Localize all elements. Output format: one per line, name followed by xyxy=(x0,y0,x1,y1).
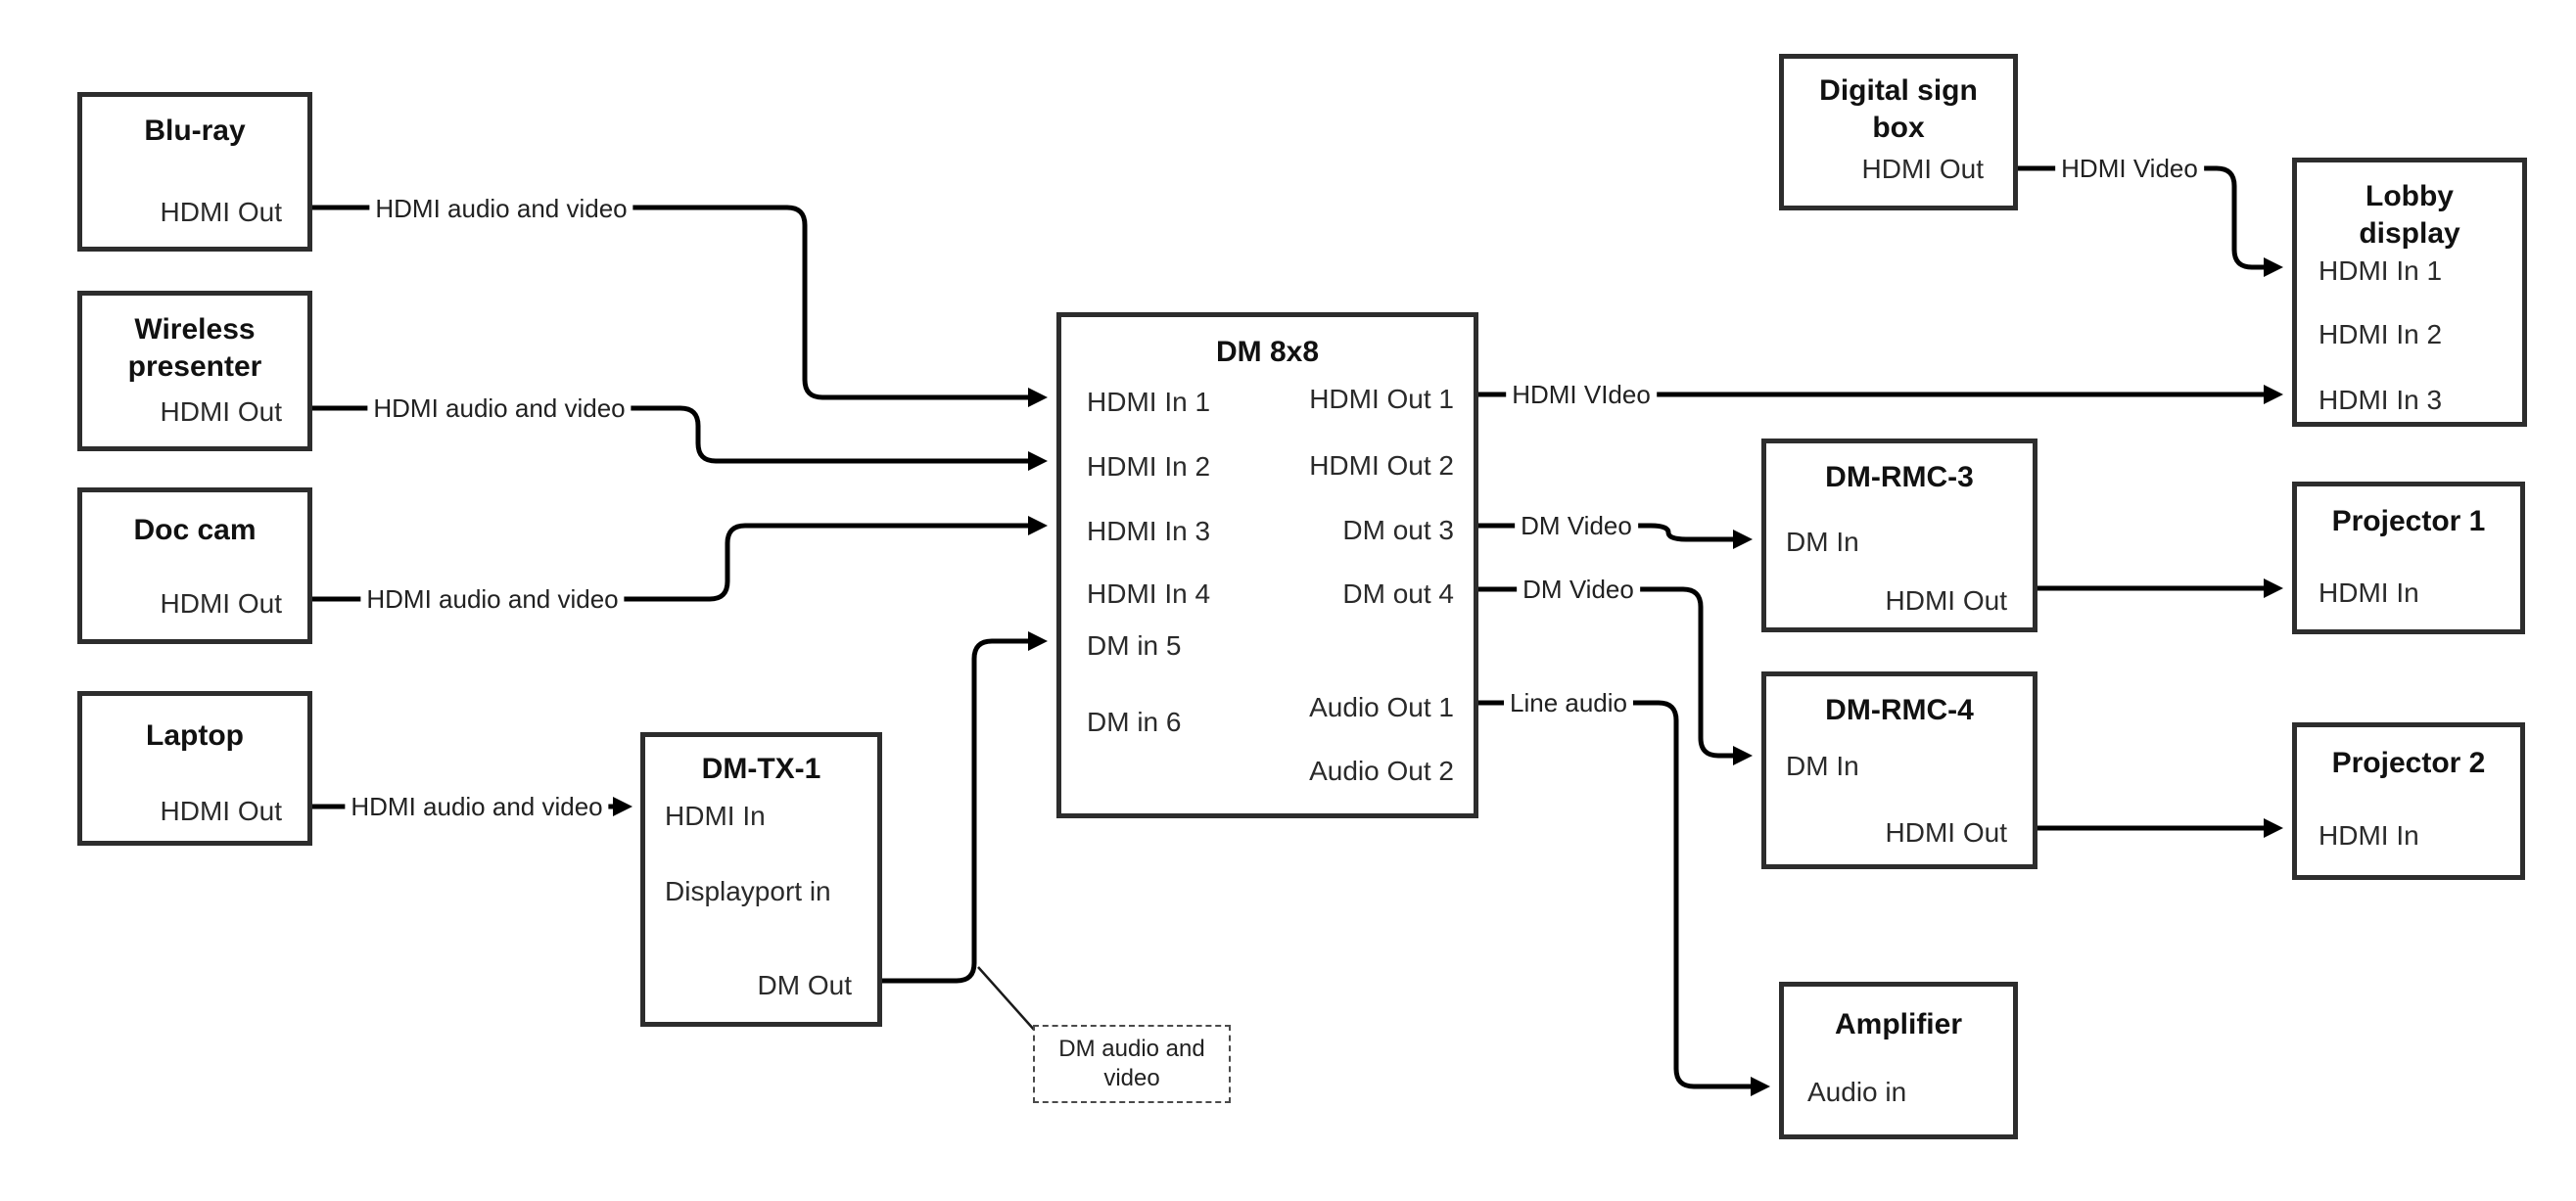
dm8x8-port-hdmi-in-1: HDMI In 1 xyxy=(1087,387,1211,417)
dm8x8-port-hdmi-in-2: HDMI In 2 xyxy=(1087,451,1211,482)
dm-audio-video-note: DM audio and video xyxy=(1033,1025,1231,1103)
wireless-presenter-title: Wireless presenter xyxy=(127,313,262,383)
dmrmc4-port-dm-in: DM In xyxy=(1786,751,1859,781)
wire-label-doccam: HDMI audio and video xyxy=(360,584,625,614)
dmrmc4-port-hdmi-out: HDMI Out xyxy=(1885,817,2007,848)
wire-dm8x8-audio1-to-amplifier xyxy=(1478,700,1770,1096)
wire-label-digital-sign: HDMI Video xyxy=(2055,154,2204,183)
doc-cam-title: Doc cam xyxy=(133,514,257,546)
amplifier-title: Amplifier xyxy=(1834,1008,1963,1040)
doccam-port-hdmi-out: HDMI Out xyxy=(160,588,282,619)
wire-label-dm-out-3: DM Video xyxy=(1515,511,1638,540)
lobby-display-box: Lobby display HDMI In 1 HDMI In 2 HDMI I… xyxy=(2292,158,2527,427)
dm-tx-1-title: DM-TX-1 xyxy=(701,753,821,785)
wire-dm8x8-out4-to-dmrmc4 xyxy=(1478,586,1753,765)
dm-tx-1-box: DM-TX-1 HDMI In Displayport in DM Out xyxy=(640,732,882,1027)
doc-cam-box: Doc cam HDMI Out xyxy=(77,487,312,644)
wire-doccam-to-dm8x8-in3 xyxy=(312,516,1048,602)
note-callout-line xyxy=(977,966,1036,1032)
dmtx1-port-hdmi-in: HDMI In xyxy=(665,801,766,831)
dm8x8-port-dm-out-4: DM out 4 xyxy=(1342,578,1454,609)
lobby-display-title: Lobby display xyxy=(2359,180,2460,250)
digital-sign-port-hdmi-out: HDMI Out xyxy=(1861,154,1984,184)
laptop-port-hdmi-out: HDMI Out xyxy=(160,796,282,826)
wire-label-bluray: HDMI audio and video xyxy=(369,194,633,223)
dmtx1-port-dm-out: DM Out xyxy=(757,970,852,1000)
wire-dm8x8-out3-to-dmrmc3 xyxy=(1478,523,1753,549)
dm8x8-port-audio-out-1: Audio Out 1 xyxy=(1309,692,1454,722)
dmrmc3-port-dm-in: DM In xyxy=(1786,527,1859,557)
bluray-port-hdmi-out: HDMI Out xyxy=(160,197,282,227)
dm-rmc-3-box: DM-RMC-3 DM In HDMI Out xyxy=(1761,439,2037,632)
dm-rmc-4-title: DM-RMC-4 xyxy=(1825,694,1974,726)
proj1-port-hdmi-in: HDMI In xyxy=(2318,577,2419,608)
wire-wireless-to-dm8x8-in2 xyxy=(312,405,1048,471)
wireless-presenter-box: Wireless presenter HDMI Out xyxy=(77,291,312,451)
wire-label-dm-out-4: DM Video xyxy=(1517,575,1640,604)
wire-bluray-to-dm8x8-in1 xyxy=(312,205,1048,407)
digital-sign-title: Digital sign box xyxy=(1819,74,1978,144)
bluray-title: Blu-ray xyxy=(144,115,246,147)
digital-sign-box: Digital sign box HDMI Out xyxy=(1779,54,2018,210)
wire-dmtx1-to-dm8x8-in5 xyxy=(882,631,1048,984)
dm-rmc-3-title: DM-RMC-3 xyxy=(1825,461,1974,493)
dm8x8-port-audio-out-2: Audio Out 2 xyxy=(1309,756,1454,786)
dm8x8-port-dm-out-3: DM out 3 xyxy=(1342,515,1454,545)
proj2-port-hdmi-in: HDMI In xyxy=(2318,820,2419,851)
dmrmc3-port-hdmi-out: HDMI Out xyxy=(1885,585,2007,616)
dm-8x8-box: DM 8x8 HDMI In 1 HDMI In 2 HDMI In 3 HDM… xyxy=(1056,312,1478,818)
amplifier-port-audio-in: Audio in xyxy=(1807,1077,1907,1107)
wire-label-wireless: HDMI audio and video xyxy=(367,393,632,423)
dm8x8-port-hdmi-in-3: HDMI In 3 xyxy=(1087,516,1211,546)
dm8x8-port-hdmi-out-2: HDMI Out 2 xyxy=(1309,450,1454,481)
projector-2-box: Projector 2 HDMI In xyxy=(2292,722,2525,880)
projector-1-title: Projector 1 xyxy=(2331,505,2486,537)
laptop-title: Laptop xyxy=(146,719,244,752)
projector-1-box: Projector 1 HDMI In xyxy=(2292,482,2525,634)
dm8x8-port-hdmi-in-4: HDMI In 4 xyxy=(1087,578,1211,609)
wire-label-hdmi-out-1: HDMI VIdeo xyxy=(1506,380,1657,409)
dm-rmc-4-box: DM-RMC-4 DM In HDMI Out xyxy=(1761,671,2037,869)
dm8x8-port-dm-in-6: DM in 6 xyxy=(1087,707,1182,737)
amplifier-box: Amplifier Audio in xyxy=(1779,982,2018,1139)
wireless-port-hdmi-out: HDMI Out xyxy=(160,396,282,427)
bluray-box: Blu-ray HDMI Out xyxy=(77,92,312,252)
lobby-port-hdmi-in-3: HDMI In 3 xyxy=(2318,385,2443,415)
dm-8x8-title: DM 8x8 xyxy=(1215,336,1320,368)
dm8x8-port-dm-in-5: DM in 5 xyxy=(1087,630,1182,661)
dm8x8-port-hdmi-out-1: HDMI Out 1 xyxy=(1309,384,1454,414)
projector-2-title: Projector 2 xyxy=(2331,747,2486,779)
lobby-port-hdmi-in-2: HDMI In 2 xyxy=(2318,319,2443,349)
wire-label-laptop: HDMI audio and video xyxy=(345,792,609,821)
wire-digitalsign-to-lobby-in1 xyxy=(2018,165,2283,277)
laptop-box: Laptop HDMI Out xyxy=(77,691,312,846)
dmtx1-port-displayport-in: Displayport in xyxy=(665,876,831,906)
wire-label-audio-out-1: Line audio xyxy=(1504,688,1633,717)
lobby-port-hdmi-in-1: HDMI In 1 xyxy=(2318,255,2443,286)
